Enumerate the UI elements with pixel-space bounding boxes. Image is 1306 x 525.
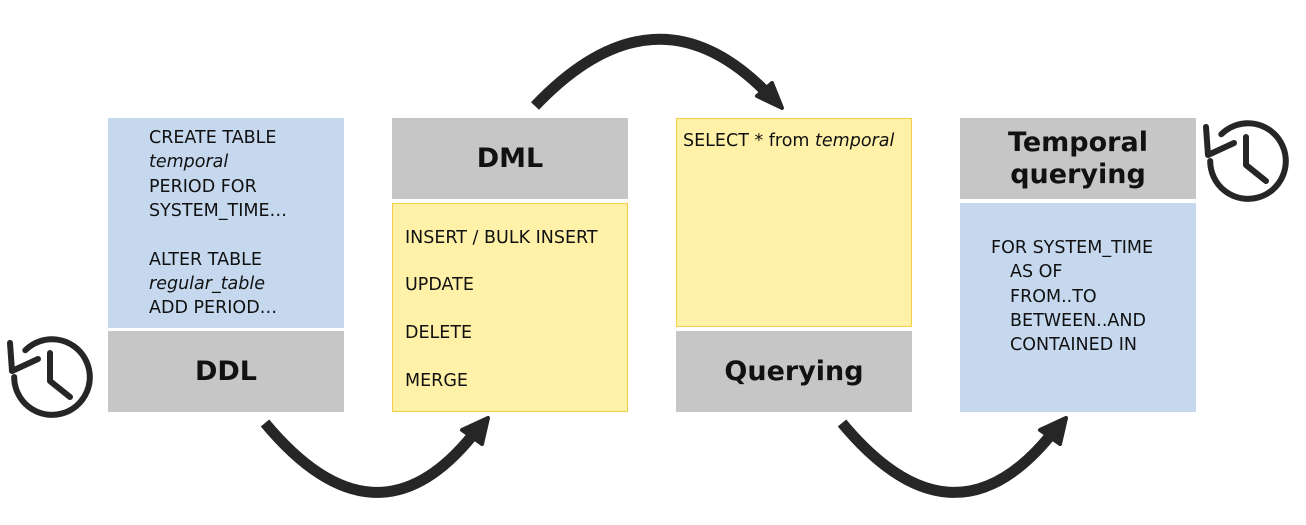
ddl-line-table-name: temporal [149, 152, 229, 172]
ddl-label: DDL [194, 355, 258, 387]
temporal-label-line1: Temporal [1008, 126, 1148, 158]
clause-as-of: AS OF [1010, 262, 1063, 282]
temporal-clauses-box: FOR SYSTEM_TIME AS OF FROM..TO BETWEEN..… [960, 203, 1196, 412]
ddl-code-box: CREATE TABLE temporal PERIOD FOR SYSTEM_… [108, 118, 344, 328]
arrow-dml-to-querying [531, 33, 784, 110]
dml-item-merge: MERGE [405, 371, 468, 391]
dml-item-delete: DELETE [405, 323, 473, 343]
dml-label-box: DML [392, 118, 628, 199]
clause-contained-in: CONTAINED IN [1010, 335, 1137, 355]
ddl-line-add-period: ADD PERIOD… [149, 298, 278, 318]
ddl-line-regular-table: regular_table [149, 274, 266, 294]
clause-between-and: BETWEEN..AND [1010, 311, 1146, 331]
ddl-line-period-for: PERIOD FOR [149, 177, 257, 197]
history-icon [1203, 120, 1289, 202]
temporal-querying-label-box: Temporal querying [960, 118, 1196, 199]
arrow-ddl-to-dml [260, 416, 490, 498]
dml-label: DML [476, 142, 544, 174]
ddl-line-system-time: SYSTEM_TIME… [149, 201, 288, 221]
arrow-querying-to-temporal [837, 416, 1068, 498]
dml-item-update: UPDATE [405, 275, 474, 295]
dml-item-insert: INSERT / BULK INSERT [405, 228, 598, 248]
select-table-name: temporal [815, 131, 895, 151]
temporal-label-line2: querying [1010, 158, 1146, 190]
querying-label: Querying [724, 355, 864, 387]
clause-from-to: FROM..TO [1010, 287, 1097, 307]
clause-for-system-time: FOR SYSTEM_TIME [991, 238, 1154, 258]
select-query-text: SELECT * from temporal [683, 129, 894, 154]
ddl-line-create-table: CREATE TABLE [149, 128, 277, 148]
ddl-label-box: DDL [108, 331, 344, 412]
select-prefix: SELECT * from [683, 131, 816, 151]
history-icon [7, 336, 93, 418]
querying-label-box: Querying [676, 331, 912, 412]
select-query-box: SELECT * from temporal [676, 118, 912, 327]
dml-statements-box: INSERT / BULK INSERT UPDATE DELETE MERGE [392, 203, 628, 412]
ddl-line-alter-table: ALTER TABLE [149, 250, 262, 270]
